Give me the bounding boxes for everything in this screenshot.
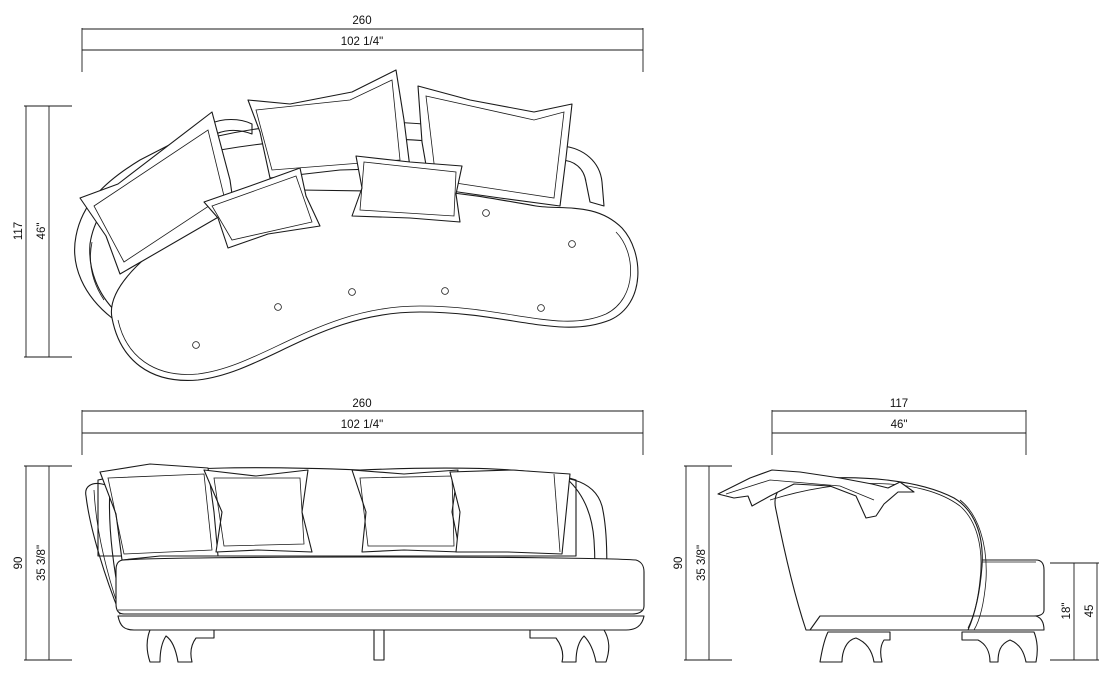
top-view: 260 102 1/4" 117 46" — [13, 15, 644, 381]
front-pillows — [99, 463, 571, 561]
top-width-cm-label: 260 — [352, 15, 371, 27]
side-seat-height-cm-label: 45 — [1084, 605, 1096, 618]
side-view-seat-height-dimension: 18" 45 — [1050, 562, 1099, 661]
side-arm-profile — [774, 477, 983, 631]
front-width-cm-label: 260 — [352, 398, 371, 410]
front-width-in-label: 102 1/4" — [341, 419, 383, 431]
side-throw-blanket — [717, 469, 915, 519]
front-view-width-dimension: 260 102 1/4" — [81, 398, 644, 455]
front-left-arm — [85, 482, 121, 615]
side-height-cm-label: 90 — [673, 557, 685, 570]
front-height-in-label: 35 3/8" — [36, 545, 48, 581]
side-depth-in-label: 46" — [891, 419, 908, 431]
top-left-arm — [74, 118, 253, 319]
top-view-depth-dimension: 117 46" — [13, 105, 72, 358]
front-height-cm-label: 90 — [13, 557, 25, 570]
side-seat-height-in-label: 18" — [1061, 603, 1073, 620]
front-pillow-3 — [351, 469, 461, 553]
front-view: 260 102 1/4" 90 35 3/8" — [13, 398, 645, 663]
front-base — [117, 615, 645, 631]
top-depth-cm-label: 117 — [13, 222, 25, 240]
side-view: 117 46" 90 35 3/8" 18" 45 — [673, 398, 1099, 663]
top-right-arm — [559, 145, 605, 207]
top-pillow-small-1 — [203, 167, 321, 249]
top-small-pillows — [203, 155, 463, 249]
side-view-height-dimension: 90 35 3/8" — [673, 465, 732, 661]
front-view-height-dimension: 90 35 3/8" — [13, 465, 72, 661]
front-legs — [146, 629, 610, 663]
side-base — [809, 615, 1045, 631]
side-depth-cm-label: 117 — [890, 398, 908, 410]
top-pillow-small-2 — [351, 155, 463, 223]
top-seat-tufting — [192, 209, 576, 349]
side-height-in-label: 35 3/8" — [696, 545, 708, 581]
front-pillow-1 — [99, 463, 219, 561]
front-pillow-2 — [203, 469, 313, 553]
side-view-depth-dimension: 117 46" — [771, 398, 1027, 455]
top-view-width-dimension: 260 102 1/4" — [81, 15, 644, 72]
top-depth-in-label: 46" — [36, 223, 48, 240]
front-seat-cushion — [115, 556, 645, 615]
top-width-in-label: 102 1/4" — [341, 36, 383, 48]
side-legs — [819, 631, 1038, 663]
front-pillow-4 — [449, 469, 571, 555]
top-pillow-large-2 — [247, 69, 411, 179]
